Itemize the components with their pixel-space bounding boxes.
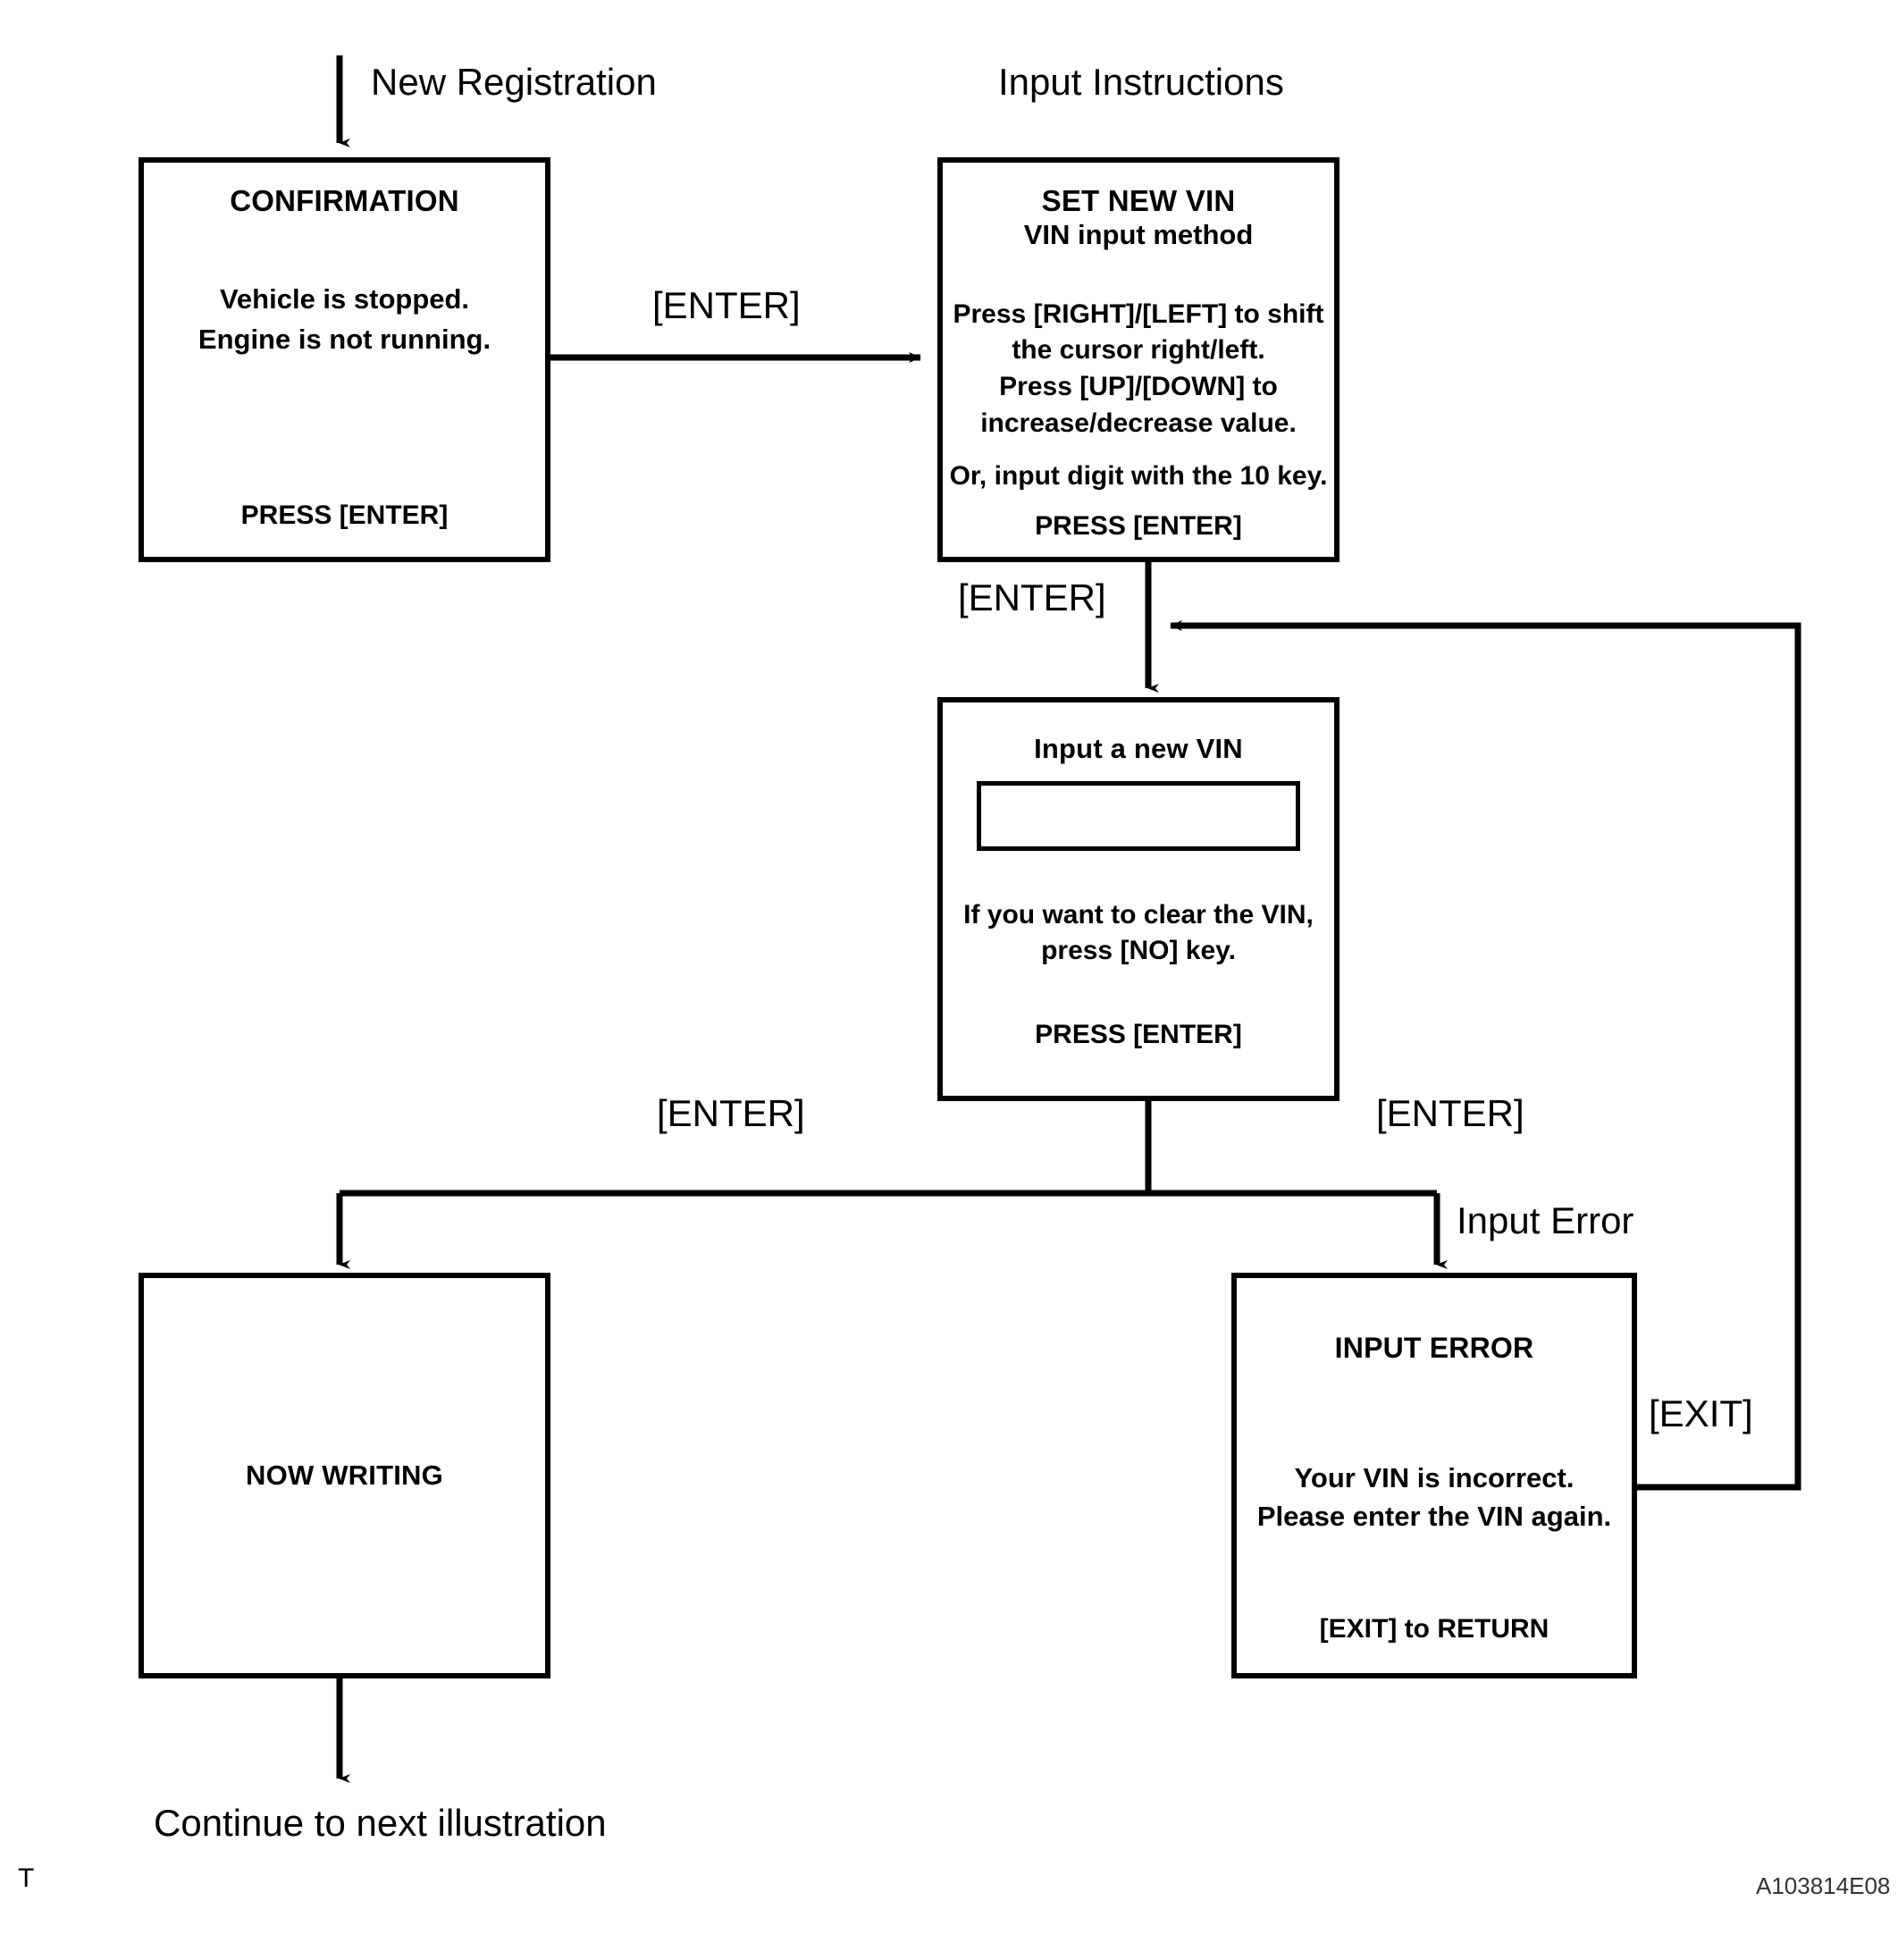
corner-mark: T bbox=[18, 1863, 35, 1893]
input-error-body-line-2: Please enter the VIN again. bbox=[1256, 1501, 1612, 1532]
set-new-vin-body-line-2: the cursor right/left. bbox=[1012, 335, 1265, 365]
input-new-vin-footer: PRESS [ENTER] bbox=[1035, 1020, 1242, 1049]
set-new-vin-title: SET NEW VIN bbox=[1041, 184, 1236, 217]
label-input-error: Input Error bbox=[1457, 1199, 1634, 1241]
set-new-vin-subtitle: VIN input method bbox=[1023, 219, 1254, 250]
confirmation-body-line-1: Vehicle is stopped. bbox=[219, 283, 470, 315]
set-new-vin-body-line-1: Press [RIGHT]/[LEFT] to shift bbox=[953, 299, 1324, 329]
label-new-registration: New Registration bbox=[371, 61, 657, 103]
input-new-vin-body-line-2: press [NO] key. bbox=[1041, 936, 1236, 965]
label-enter-left-branch: [ENTER] bbox=[657, 1092, 805, 1134]
screen-input-error[interactable]: INPUT ERROR Your VIN is incorrect. Pleas… bbox=[1231, 1273, 1637, 1678]
confirmation-title: CONFIRMATION bbox=[230, 184, 459, 217]
reference-code: A103814E08 bbox=[1756, 1872, 1891, 1899]
input-error-title: INPUT ERROR bbox=[1334, 1332, 1534, 1364]
set-new-vin-body-line-4: increase/decrease value. bbox=[980, 408, 1297, 438]
now-writing-title: NOW WRITING bbox=[246, 1459, 443, 1491]
arrow-loopback-exit bbox=[1170, 620, 1801, 1491]
arrow-inputvin-branches bbox=[336, 1101, 1448, 1269]
input-error-footer: [EXIT] to RETURN bbox=[1319, 1614, 1549, 1644]
confirmation-footer: PRESS [ENTER] bbox=[240, 501, 449, 530]
label-input-instructions: Input Instructions bbox=[998, 61, 1284, 103]
screen-now-writing[interactable]: NOW WRITING bbox=[139, 1273, 550, 1678]
input-new-vin-body-line-1: If you want to clear the VIN, bbox=[963, 900, 1314, 930]
label-enter-confirmation-to-setvin: [ENTER] bbox=[652, 284, 801, 326]
input-error-body-line-1: Your VIN is incorrect. bbox=[1294, 1462, 1575, 1493]
screen-confirmation[interactable]: CONFIRMATION Vehicle is stopped. Engine … bbox=[139, 157, 550, 562]
set-new-vin-body-line-3: Press [UP]/[DOWN] to bbox=[999, 372, 1278, 401]
confirmation-body-line-2: Engine is not running. bbox=[197, 324, 491, 355]
label-enter-right-branch: [ENTER] bbox=[1376, 1092, 1524, 1134]
set-new-vin-footer: PRESS [ENTER] bbox=[1035, 511, 1242, 541]
label-enter-setvin-to-inputvin: [ENTER] bbox=[958, 576, 1106, 618]
label-exit-loopback: [EXIT] bbox=[1649, 1392, 1753, 1434]
label-continue-to-next-illustration: Continue to next illustration bbox=[154, 1802, 607, 1844]
screen-input-new-vin[interactable]: Input a new VIN If you want to clear the… bbox=[937, 697, 1340, 1101]
screen-set-new-vin[interactable]: SET NEW VIN VIN input method Press [RIGH… bbox=[937, 157, 1340, 562]
set-new-vin-body-line-5: Or, input digit with the 10 key. bbox=[949, 461, 1328, 491]
input-new-vin-title: Input a new VIN bbox=[1034, 733, 1243, 764]
vin-input-field[interactable] bbox=[977, 781, 1300, 851]
